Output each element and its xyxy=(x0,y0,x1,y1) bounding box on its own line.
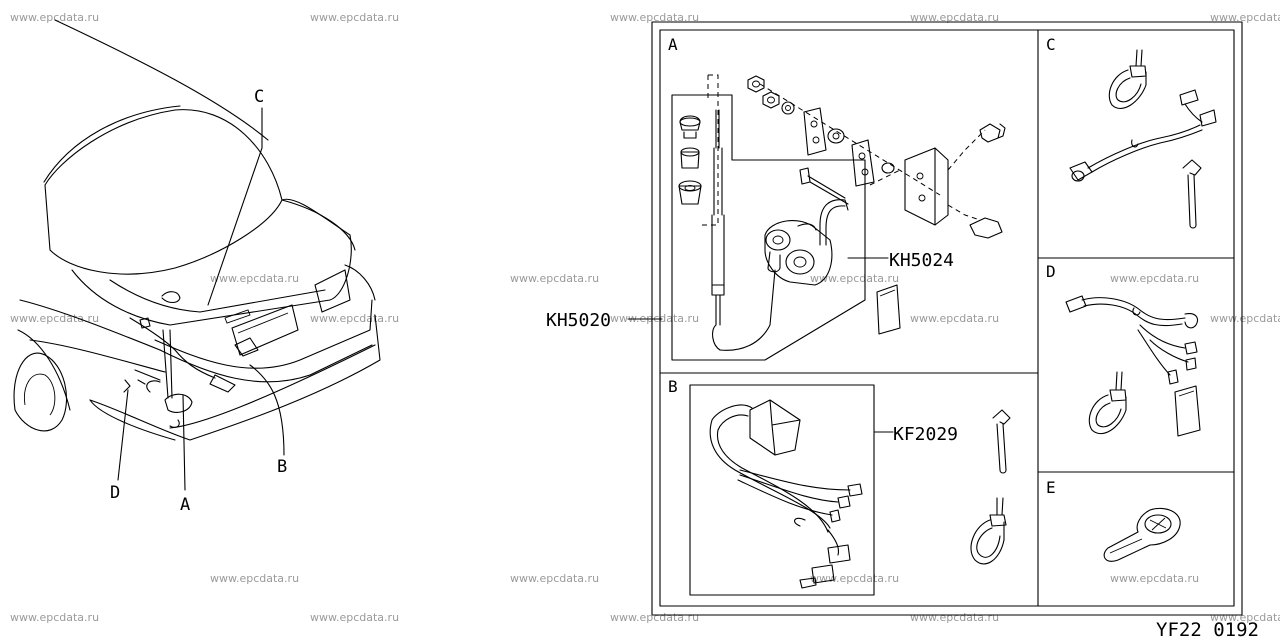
callout-b: B xyxy=(277,457,287,477)
watermark: www.epcdata.ru xyxy=(210,572,299,585)
watermark: www.epcdata.ru xyxy=(810,272,899,285)
watermark: www.epcdata.ru xyxy=(910,11,999,24)
watermark: www.epcdata.ru xyxy=(310,312,399,325)
watermark: www.epcdata.ru xyxy=(910,611,999,624)
watermark: www.epcdata.ru xyxy=(810,572,899,585)
box-a-label: A xyxy=(668,35,678,54)
watermark: www.epcdata.ru xyxy=(910,312,999,325)
box-e-label: E xyxy=(1046,478,1056,497)
callout-c: C xyxy=(254,87,264,107)
box-c-harness: C xyxy=(1046,35,1217,229)
callout-a: A xyxy=(180,495,190,515)
watermark: www.epcdata.ru xyxy=(510,572,599,585)
part-number-harness-kit: KF2029 xyxy=(893,424,958,445)
watermark: www.epcdata.ru xyxy=(10,312,99,325)
figure-code: YF22 0192 xyxy=(1156,619,1259,640)
box-d-label: D xyxy=(1046,262,1056,281)
box-b-harness: B KF2029 xyxy=(668,377,1011,596)
watermark: www.epcdata.ru xyxy=(610,11,699,24)
watermark: www.epcdata.ru xyxy=(310,611,399,624)
box-d-harness: D xyxy=(1046,262,1201,437)
box-b-label: B xyxy=(668,377,678,396)
watermark: www.epcdata.ru xyxy=(1110,272,1199,285)
watermark: www.epcdata.ru xyxy=(1210,611,1280,624)
box-c-label: C xyxy=(1046,35,1056,54)
watermark: www.epcdata.ru xyxy=(210,272,299,285)
parts-frame xyxy=(651,21,1243,616)
car-rear-illustration: C B A D xyxy=(13,19,381,515)
watermarks: www.epcdata.ru www.epcdata.ru www.epcdat… xyxy=(10,11,1280,624)
watermark: www.epcdata.ru xyxy=(510,272,599,285)
watermark: www.epcdata.ru xyxy=(1210,312,1280,325)
watermark: www.epcdata.ru xyxy=(1110,572,1199,585)
part-number-antenna-kit: KH5024 xyxy=(889,250,954,271)
watermark: www.epcdata.ru xyxy=(310,11,399,24)
callout-d: D xyxy=(110,483,120,503)
part-number-main-kit: KH5020 xyxy=(546,310,611,331)
box-a-antenna: A xyxy=(668,35,1006,361)
watermark: www.epcdata.ru xyxy=(610,611,699,624)
box-e-tool: E xyxy=(1046,478,1181,562)
watermark: www.epcdata.ru xyxy=(10,11,99,24)
watermark: www.epcdata.ru xyxy=(10,611,99,624)
watermark: www.epcdata.ru xyxy=(1210,11,1280,24)
